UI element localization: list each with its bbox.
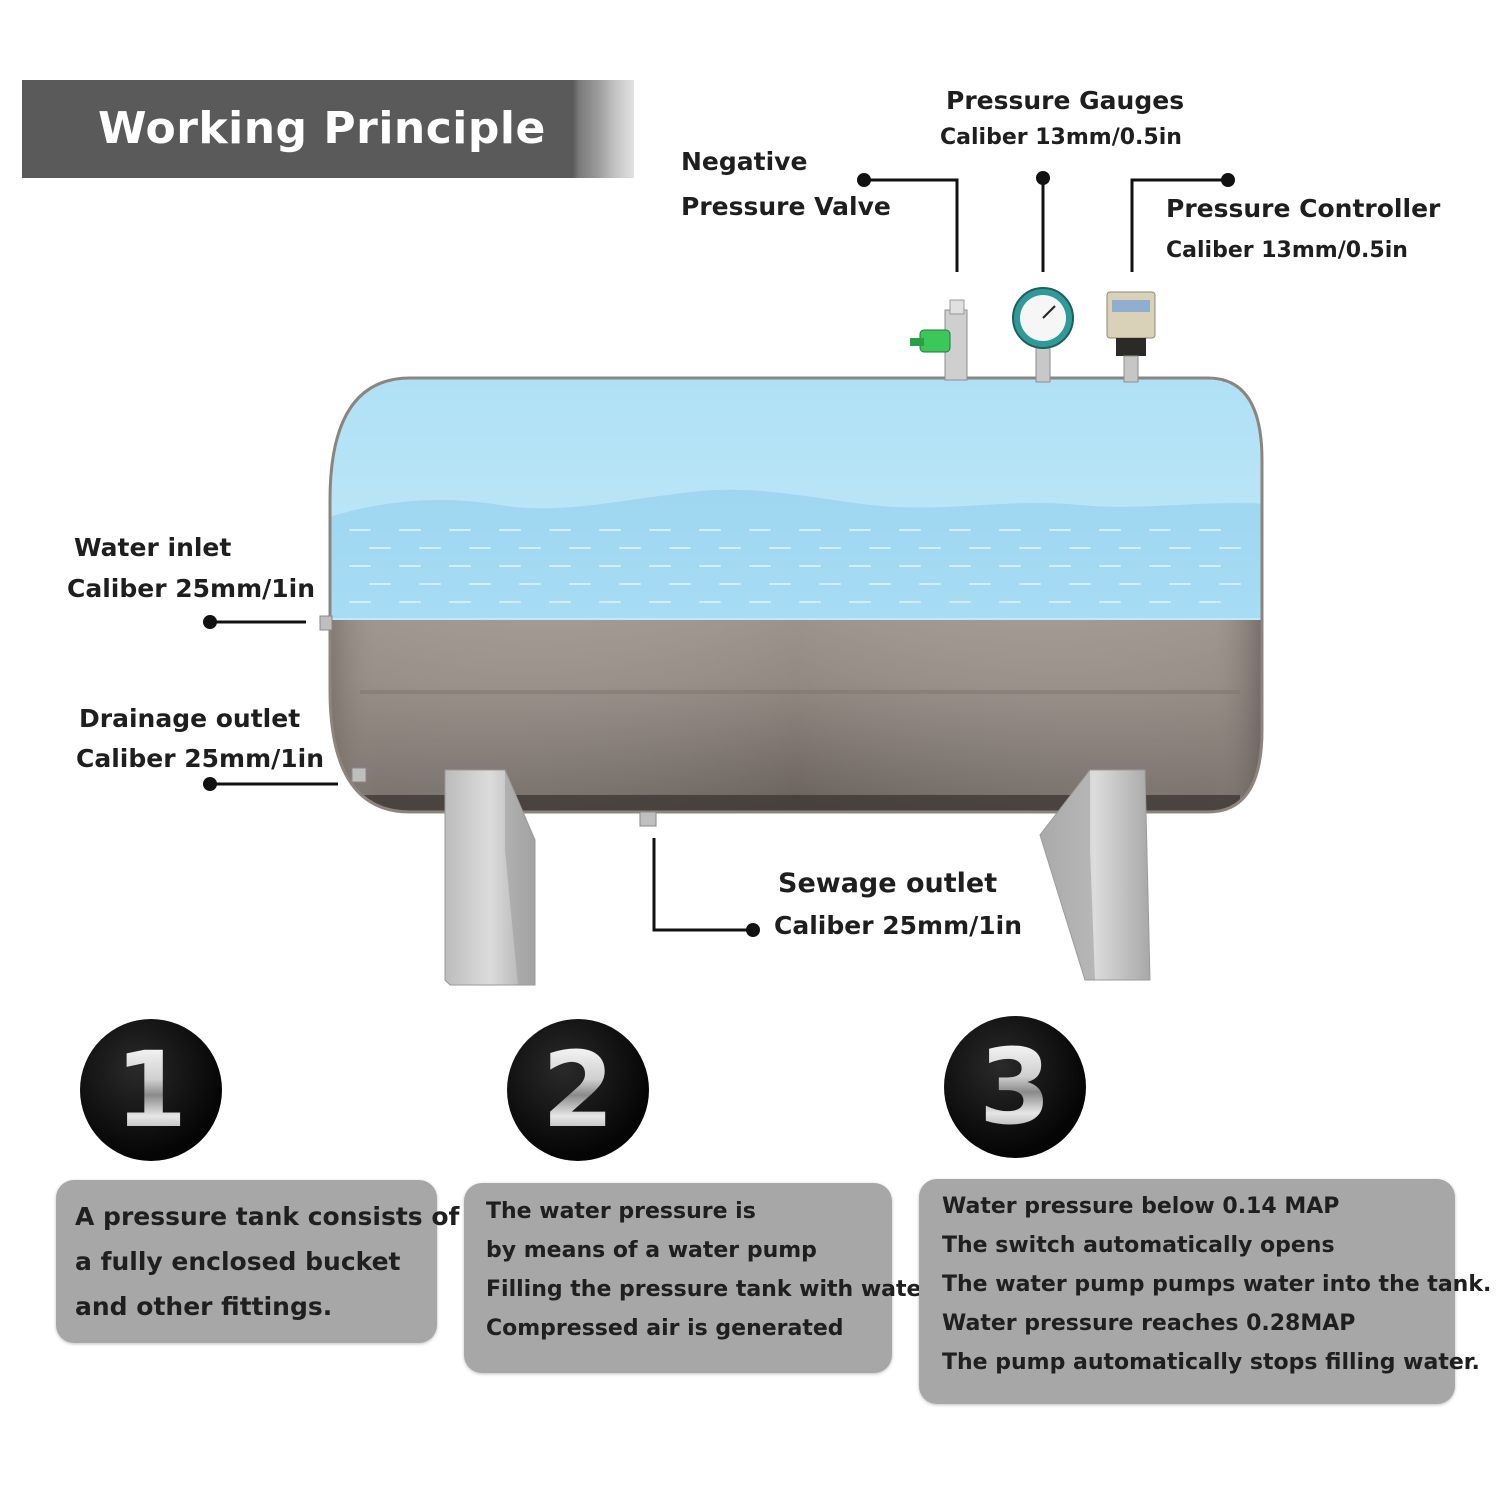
leader-lines [210, 178, 1228, 932]
step-3-line-3: The water pump pumps water into the tank… [942, 1272, 1492, 1297]
step-1-badge: 1 [80, 1019, 222, 1161]
page-title: Working Principle [98, 103, 546, 154]
water-inlet-label: Water inlet [74, 533, 232, 562]
step-2-number: 2 [541, 1029, 615, 1151]
step-2-line-4: Compressed air is generated [486, 1316, 844, 1341]
water-inlet-caliber: Caliber 25mm/1in [67, 574, 316, 603]
step-3-number: 3 [978, 1026, 1052, 1148]
step-3-line-1: Water pressure below 0.14 MAP [942, 1194, 1340, 1219]
step-1-line-2: a fully enclosed bucket [75, 1247, 401, 1276]
step-2-line-3: Filling the pressure tank with water [486, 1277, 933, 1302]
pressure-gauges-caliber: Caliber 13mm/0.5in [940, 125, 1182, 150]
step-3-line-5: The pump automatically stops filling wat… [942, 1350, 1480, 1375]
pressure-controller-caliber: Caliber 13mm/0.5in [1166, 238, 1408, 263]
pressure-gauge-fitting [1012, 287, 1074, 383]
step-2-line-2: by means of a water pump [486, 1238, 817, 1263]
sewage-outlet-label: Sewage outlet [778, 868, 998, 899]
water-wave [330, 489, 1262, 618]
step-2-badge: 2 [507, 1019, 649, 1161]
drainage-outlet-label: Drainage outlet [79, 704, 301, 733]
step-3-description: Water pressure below 0.14 MAP The switch… [919, 1179, 1492, 1404]
step-1-line-3: and other fittings. [75, 1292, 333, 1321]
drainage-outlet-caliber: Caliber 25mm/1in [76, 744, 325, 773]
step-1-line-1: A pressure tank consists of [75, 1202, 460, 1231]
pressure-tank-illustration [203, 171, 1264, 986]
tank-leg-right [1039, 769, 1151, 981]
pressure-gauges-label: Pressure Gauges [946, 86, 1185, 115]
step-1-description: A pressure tank consists of a fully encl… [56, 1180, 460, 1343]
negative-valve-label-line2: Pressure Valve [681, 192, 891, 221]
step-3-badge: 3 [944, 1016, 1086, 1158]
negative-pressure-valve-fitting [910, 299, 968, 381]
step-3-line-2: The switch automatically opens [942, 1233, 1335, 1258]
sewage-outlet-caliber: Caliber 25mm/1in [774, 911, 1023, 940]
step-2-description: The water pressure is by means of a wate… [464, 1183, 933, 1373]
pressure-controller-label: Pressure Controller [1166, 194, 1441, 223]
step-1-number: 1 [114, 1029, 188, 1151]
pressure-controller-fitting [1106, 291, 1156, 383]
tank-leg-left [444, 769, 536, 986]
negative-valve-label-line1: Negative [681, 147, 808, 176]
step-2-line-1: The water pressure is [486, 1199, 756, 1224]
step-3-line-4: Water pressure reaches 0.28MAP [942, 1311, 1356, 1336]
title-banner [22, 80, 634, 178]
